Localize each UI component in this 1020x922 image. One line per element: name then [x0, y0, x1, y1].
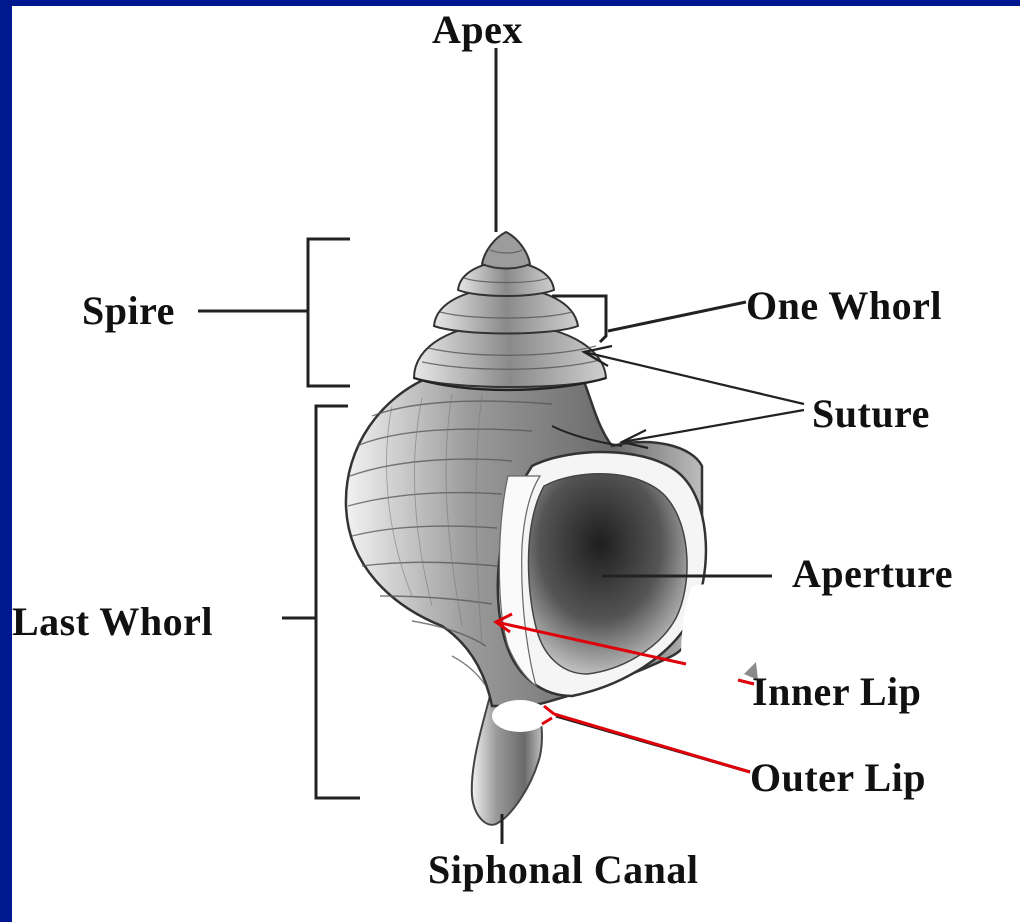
- suture-arrows: [584, 346, 804, 448]
- white-patch-outer-lip: [492, 700, 548, 732]
- outer-lip-red-arrow: [554, 714, 750, 772]
- label-spire: Spire: [82, 291, 175, 331]
- label-apex: Apex: [432, 10, 523, 50]
- apex-tip: [482, 232, 530, 269]
- label-inner-lip: Inner Lip: [752, 672, 921, 712]
- spire-bracket: [308, 239, 350, 386]
- label-one-whorl: One Whorl: [746, 286, 942, 326]
- label-siphonal-canal: Siphonal Canal: [428, 850, 698, 890]
- label-suture: Suture: [812, 394, 930, 434]
- label-aperture: Aperture: [792, 554, 953, 594]
- label-last-whorl: Last Whorl: [12, 602, 213, 642]
- one-whorl-leader: [608, 302, 746, 331]
- suture-arrow-lower: [622, 410, 804, 442]
- diagram-canvas: Apex Spire One Whorl Suture Aperture Las…: [12, 6, 1020, 922]
- suture-arrow-upper: [584, 352, 804, 404]
- label-outer-lip: Outer Lip: [750, 758, 926, 798]
- white-patch-right: [681, 584, 752, 706]
